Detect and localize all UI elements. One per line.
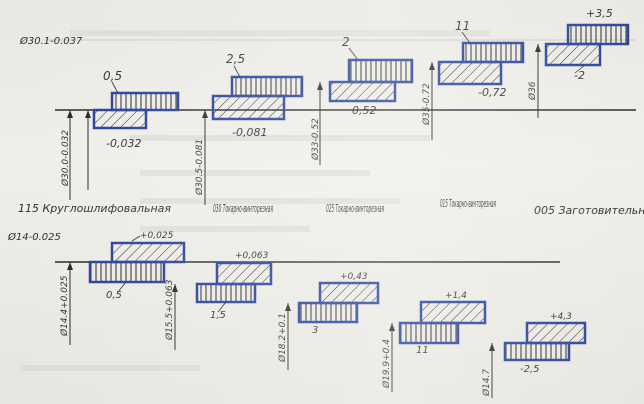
top-diagram: Ø30.1-0.037 0,5 -0,032 Ø30.0-0.032 2,5 -… [18,7,644,217]
bottom-diameter-label: Ø14-0.025 [7,231,61,243]
bottom-step-2: +0,063 1,5 Ø15.5+0.063 [164,251,273,350]
faint-background-text [20,30,490,371]
dimension-label: Ø14.4+0.025 [59,275,70,337]
allowance-label: -2,5 [520,364,540,375]
tolerance-field [461,41,525,64]
tolerance-field [230,75,304,98]
allowance-label: 0,5 [106,290,122,301]
operation-name: 115 Круглошлифовальная [18,202,171,215]
deviation-label: -2 [574,69,585,82]
leader-line [574,64,586,74]
arrow-icon [67,262,73,270]
top-step-3: 2 0,52 Ø33-0.52 [310,35,414,165]
allowance-field [318,281,380,305]
allowance-field [211,94,286,121]
arrow-icon [489,343,495,351]
leader-line [461,31,471,44]
allowance-label: 3 [312,325,318,336]
deviation-label: -0,081 [232,126,267,139]
allowance-label: 11 [455,19,470,33]
operation-name: 030 Токарно-винторезная [213,202,273,215]
deviation-label: +0,43 [340,272,368,282]
leader-line [233,65,241,78]
allowance-label: 0,5 [103,69,122,83]
bottom-step-5: +4,3 -2,5 Ø14.7 [481,312,587,398]
deviation-label: +1,4 [445,291,467,301]
tolerance-field [88,260,166,284]
deviation-label: -0,72 [478,86,506,99]
arrow-icon [67,110,73,118]
dimension-label: Ø18.2+0.1 [277,313,288,363]
leader-line [131,235,141,242]
allowance-label: 1,5 [210,310,226,321]
deviation-label: -0,032 [106,137,141,150]
arrow-icon [202,110,208,118]
allowance-field [419,300,487,325]
tolerance-field [398,321,460,345]
tolerance-field [110,91,180,112]
top-diameter-label: Ø30.1-0.037 [19,35,83,47]
deviation-label: +0,063 [235,251,269,261]
allowance-label: +3,5 [586,7,613,20]
tolerance-field [297,301,359,324]
operation-name: 025 Токарно-винторезная [326,202,384,215]
allowance-field [437,60,503,86]
tolerance-field [347,58,414,84]
dimension-label: Ø30.0-0.032 [60,130,71,187]
arrow-icon [317,82,323,90]
leader-line [348,47,359,61]
top-step-2: 2,5 -0,081 Ø30.5-0.081 [194,52,304,205]
allowance-field [110,241,186,264]
operation-name: 015 Токарно-винторезная [440,197,496,210]
arrow-icon [172,284,178,292]
tolerance-field [503,341,571,362]
leader-line [217,301,227,313]
allowance-field [544,42,602,67]
bottom-step-4: +1,4 11 Ø19.9+0.4 [381,291,487,392]
allowance-field [215,261,273,286]
allowance-label: 2,5 [226,52,245,66]
arrow-icon [429,62,435,70]
allowance-field [92,108,148,130]
leader-line [117,281,127,293]
arrow-icon [85,110,91,118]
dimension-label: Ø30.5-0.081 [194,139,205,196]
allowance-label: 11 [416,345,429,356]
allowance-field [328,80,397,103]
tolerance-field [566,23,630,46]
deviation-label: +4,3 [550,312,572,322]
top-step-1: 0,5 -0,032 Ø30.0-0.032 [60,69,180,200]
top-step-5: +3,5 -2 Ø36 [527,7,630,118]
arrow-icon [285,303,291,311]
bottom-step-1: +0,025 0,5 Ø14.4+0.025 [59,231,186,345]
allowance-label: 2 [342,35,350,49]
tolerance-field [195,282,257,304]
arrow-icon [535,44,541,52]
dimension-label: Ø14.7 [481,369,492,397]
arrow-icon [389,323,395,331]
dimension-label: Ø33-0.52 [310,118,321,161]
leader-line [111,81,119,94]
dimension-label: Ø35-0.72 [421,83,432,126]
dimension-label: Ø36 [527,81,538,101]
deviation-label: +0,025 [140,231,174,241]
allowance-field [525,321,587,345]
dimension-label: Ø19.9+0.4 [381,339,392,389]
dimension-label: Ø15.5+0.063 [164,279,175,341]
operation-name: 005 Заготовительная [534,204,644,217]
bottom-step-3: +0,43 3 Ø18.2+0.1 [277,272,380,370]
deviation-label: 0,52 [352,104,377,117]
top-step-4: 11 -0,72 Ø35-0.72 [421,19,525,140]
bottom-diagram: Ø14-0.025 +0,025 0,5 Ø14.4+0.025 +0,063 … [7,231,587,398]
